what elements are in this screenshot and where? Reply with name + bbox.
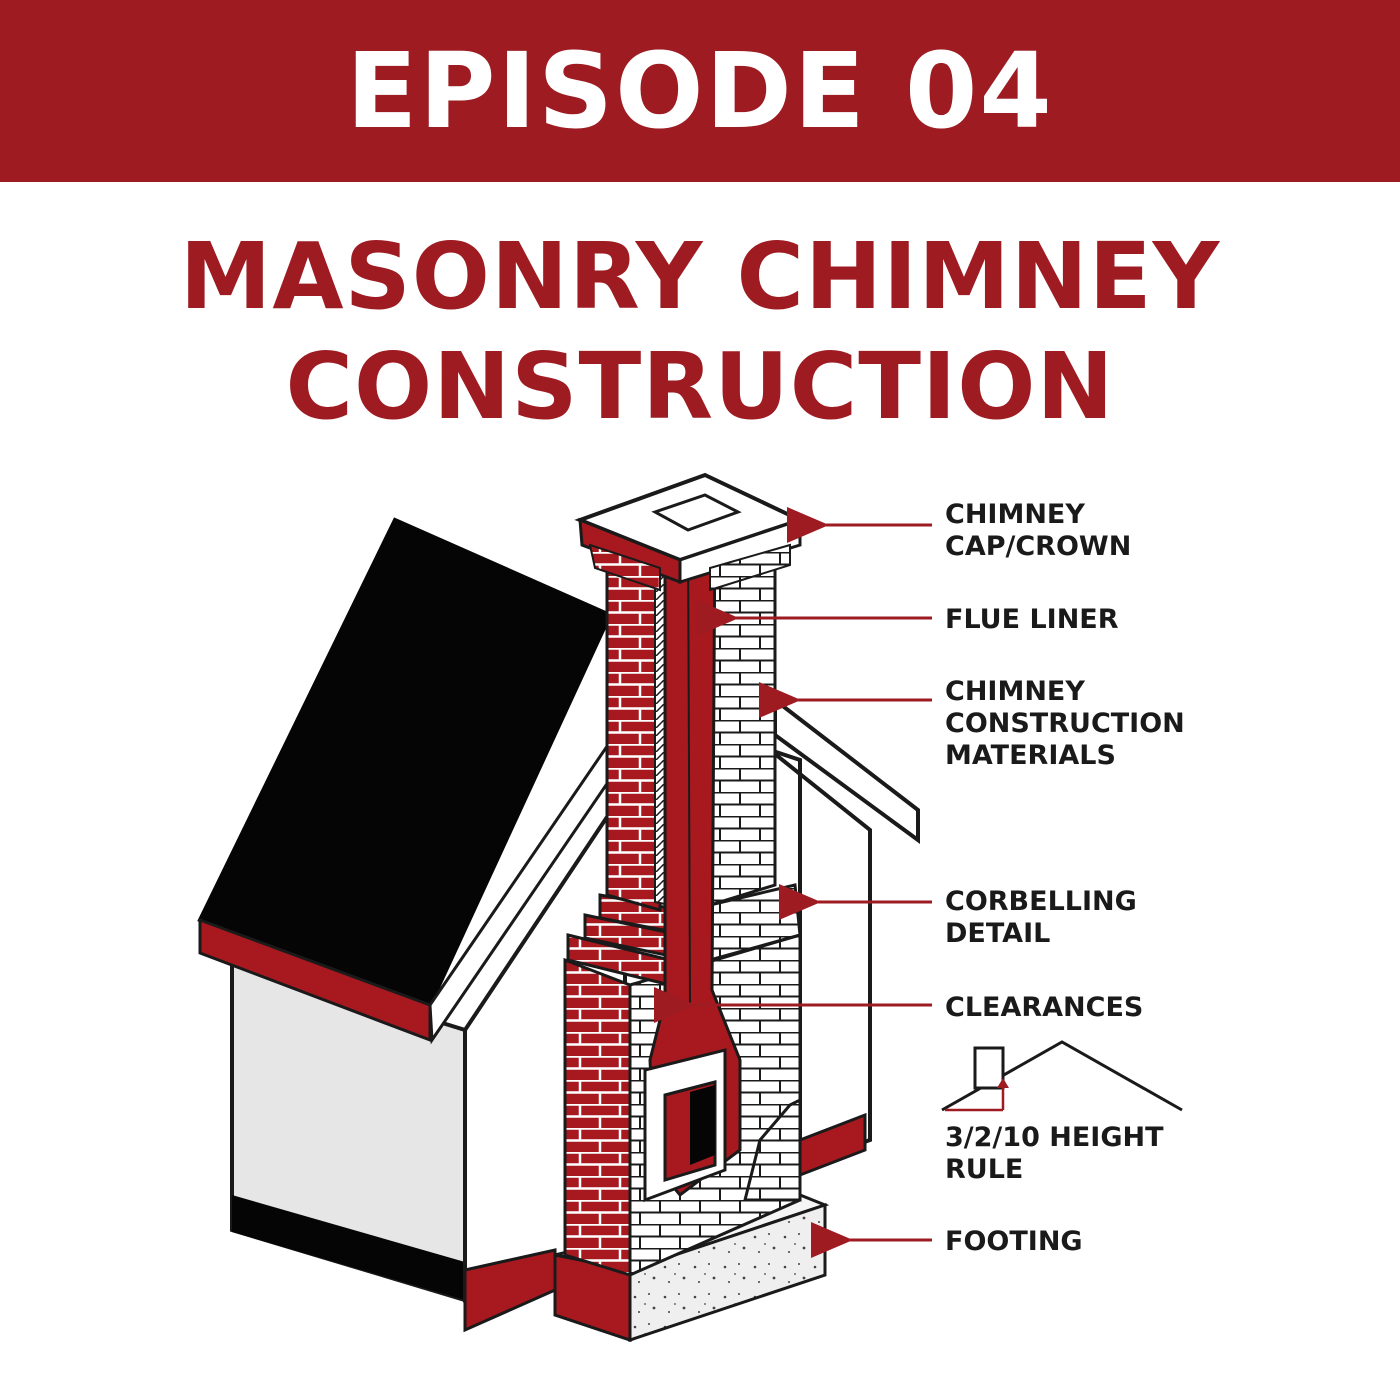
label-materials: CHIMNEY CONSTRUCTION MATERIALS bbox=[945, 676, 1194, 771]
firebox-interior bbox=[690, 1085, 715, 1165]
height-rule-sketch bbox=[941, 1040, 1183, 1112]
rule-arrow-tip bbox=[997, 1078, 1009, 1088]
episode-title: EPISODE 04 bbox=[346, 30, 1054, 152]
episode-banner: EPISODE 04 bbox=[0, 0, 1400, 182]
flue-edge-line bbox=[687, 527, 691, 1006]
page-title: MASONRY CHIMNEY CONSTRUCTION bbox=[0, 222, 1400, 442]
title-line-1: MASONRY CHIMNEY bbox=[179, 223, 1221, 330]
stack-left-face bbox=[605, 543, 662, 912]
crown-underside-right bbox=[709, 543, 791, 592]
crown-flue-opening bbox=[651, 493, 742, 532]
firebox-left-face bbox=[563, 957, 632, 1278]
rule-chimney bbox=[973, 1046, 1005, 1090]
side-wall-base-black bbox=[232, 1195, 465, 1300]
label-footing: FOOTING bbox=[945, 1226, 1083, 1257]
crown-underside-left bbox=[588, 543, 661, 592]
stack-right-face bbox=[708, 543, 777, 908]
crown-right-face bbox=[678, 517, 802, 585]
roof-eave-red bbox=[198, 917, 432, 1043]
label-height-rule: 3/2/10 HEIGHT RULE bbox=[945, 1122, 1173, 1185]
callout-labels: CHIMNEY CAP/CROWN FLUE LINER CHIMNEY CON… bbox=[945, 499, 1194, 1257]
label-cap-crown: CHIMNEY CAP/CROWN bbox=[945, 499, 1131, 562]
label-flue-liner: FLUE LINER bbox=[945, 604, 1119, 635]
label-corbelling: CORBELLING DETAIL bbox=[945, 886, 1146, 949]
flue-liner bbox=[647, 518, 742, 1198]
title-line-2: CONSTRUCTION bbox=[285, 333, 1115, 440]
callout-arrows bbox=[654, 507, 932, 1258]
label-clearances: CLEARANCES bbox=[945, 992, 1143, 1023]
cutaway-plaster bbox=[743, 1097, 802, 1202]
